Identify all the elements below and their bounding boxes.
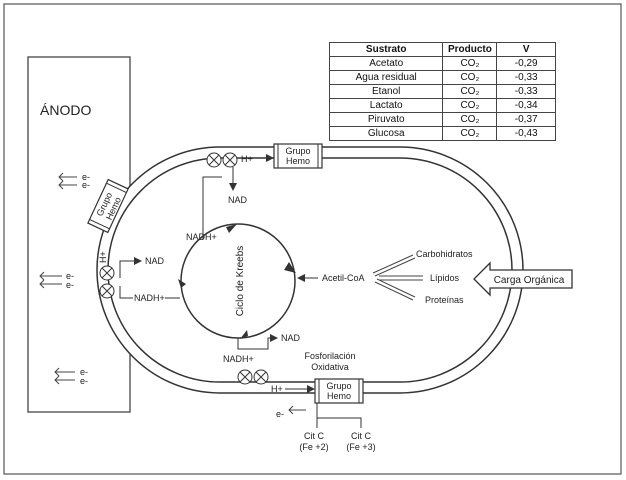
carbohidratos-label: Carbohidratos (416, 249, 473, 259)
proteinas-label: Proteínas (425, 295, 464, 305)
h-plus-top: H+ (241, 154, 253, 164)
table-cell: Agua residual (328, 70, 444, 85)
table-cell: Piruvato (328, 112, 444, 127)
table-cell: -0,43 (496, 126, 556, 141)
table-row: Glucosa CO₂ -0,43 (328, 126, 556, 141)
krebs-label: Ciclo de Kreebs (235, 246, 246, 317)
h-plus-left: H+ (98, 251, 108, 263)
table-cell: -0,34 (496, 98, 556, 113)
table-cell: CO₂ (442, 84, 498, 99)
substrate-input-lines (372, 254, 423, 301)
grupo-hemo-bottom-line1: Grupo (326, 381, 351, 391)
h-plus-bottom: H+ (271, 384, 283, 394)
nad-top-label: NAD (228, 195, 248, 205)
electron-label-1b: e- (82, 180, 90, 190)
cell-membrane-inner (107, 157, 513, 383)
transporter-bottom (237, 369, 269, 385)
electron-bottom-arrow (288, 405, 306, 415)
grupo-hemo-top: Grupo Hemo (273, 143, 323, 169)
nadh-top-line (202, 176, 222, 235)
electron-bottom-label: e- (276, 409, 284, 419)
table-cell: Lactato (328, 98, 444, 113)
table-cell: -0,33 (496, 84, 556, 99)
lipidos-label: Lípidos (430, 273, 460, 283)
fosforilacion-line2: Oxidativa (311, 362, 349, 372)
electron-arrows (39, 172, 77, 385)
electron-label-3b: e- (80, 376, 88, 386)
table-cell: CO₂ (442, 126, 498, 141)
table-row: Etanol CO₂ -0,33 (328, 84, 556, 99)
cit-c-2: Cit C (351, 431, 372, 441)
electron-label-1a: e- (82, 172, 90, 182)
table-cell: CO₂ (442, 98, 498, 113)
table-header-cell: V (496, 42, 556, 57)
table-cell: CO₂ (442, 70, 498, 85)
table-header-cell: Sustrato (328, 42, 444, 57)
krebs-cycle-arrowheads (178, 224, 296, 339)
table-cell: Glucosa (328, 126, 444, 141)
grupo-hemo-left: Grupo Hemo (87, 178, 129, 234)
nad-left-label: NAD (145, 256, 165, 266)
nadh-left-line (119, 286, 133, 299)
outer-frame (3, 3, 622, 475)
acetil-label: Acetil-CoA (322, 273, 365, 283)
grupo-hemo-top-line1: Grupo (285, 146, 310, 156)
table-row: Agua residual CO₂ -0,33 (328, 70, 556, 85)
substrate-table: Sustrato Producto V Acetato CO₂ -0,29 Ag… (328, 42, 556, 141)
fe2-label: (Fe +2) (299, 442, 328, 452)
table-cell: Acetato (328, 56, 444, 71)
anode-label: ÁNODO (40, 102, 91, 118)
carga-organica-label: Carga Orgánica (494, 275, 565, 286)
transporter-left (99, 265, 115, 299)
table-row: Acetato CO₂ -0,29 (328, 56, 556, 71)
fe3-label: (Fe +3) (346, 442, 375, 452)
grupo-hemo-top-line2: Hemo (286, 156, 310, 166)
table-row: Piruvato CO₂ -0,37 (328, 112, 556, 127)
table-cell: CO₂ (442, 112, 498, 127)
table-header-cell: Producto (442, 42, 498, 57)
grupo-hemo-bottom: Grupo Hemo (314, 378, 364, 404)
carga-organica-arrow (473, 261, 573, 297)
table-cell: CO₂ (442, 56, 498, 71)
electron-label-2b: e- (66, 280, 74, 290)
electron-label-2a: e- (66, 271, 74, 281)
table-cell: Etanol (328, 84, 444, 99)
nad-bottom-arrow (237, 334, 278, 350)
nadh-bottom-label: NADH+ (223, 354, 254, 364)
transporter-top (206, 152, 238, 168)
table-cell: -0,37 (496, 112, 556, 127)
fosforilacion-line1: Fosforilación (304, 351, 355, 361)
table-cell: -0,29 (496, 56, 556, 71)
table-header-row: Sustrato Producto V (328, 42, 556, 57)
cit-c-bracket (316, 403, 362, 428)
table-row: Lactato CO₂ -0,34 (328, 98, 556, 113)
table-cell: -0,33 (496, 70, 556, 85)
cit-c-1: Cit C (304, 431, 325, 441)
grupo-hemo-bottom-line2: Hemo (327, 391, 351, 401)
nad-left-arrow (119, 257, 142, 278)
nad-bottom-label: NAD (281, 333, 301, 343)
nadh-left-label: NADH+ (134, 293, 165, 303)
electron-label-3a: e- (80, 367, 88, 377)
